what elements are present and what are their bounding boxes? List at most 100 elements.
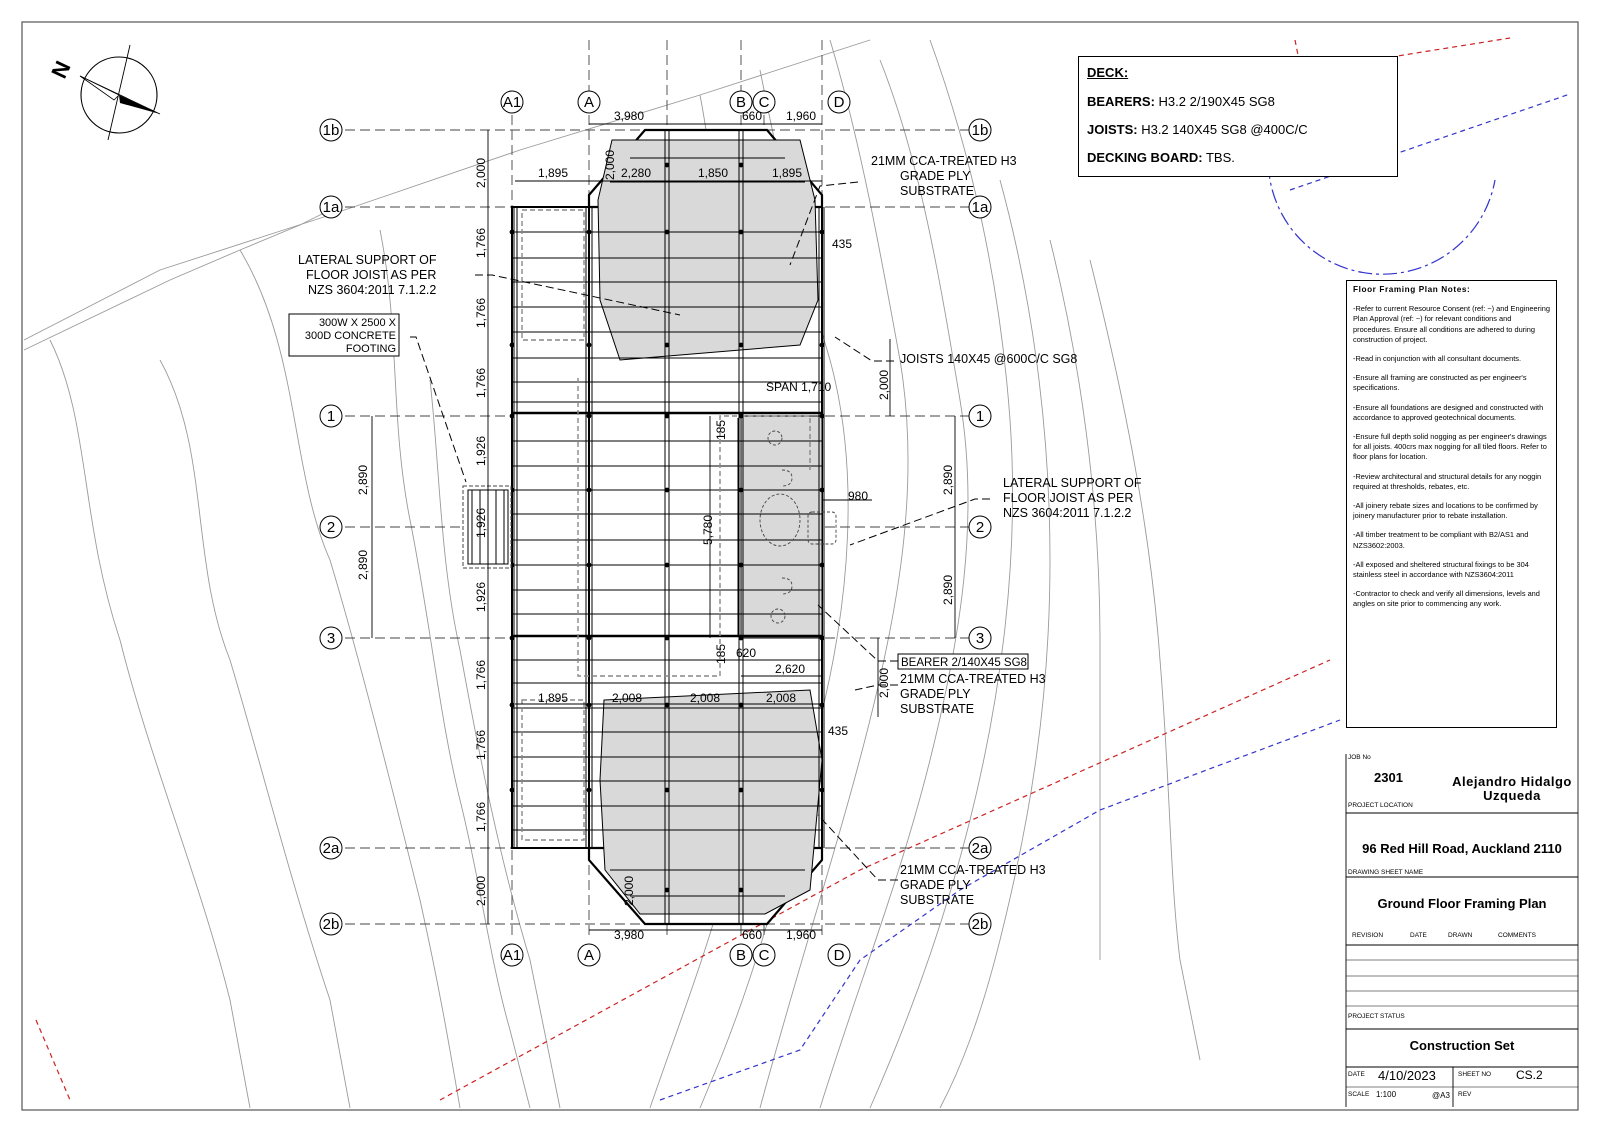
ply-bottom-line1: 21MM CCA-TREATED H3 — [900, 863, 1046, 877]
grid-label-row-2-left: 2 — [327, 519, 335, 536]
ply-top-line1: 21MM CCA-TREATED H3 — [871, 154, 1017, 168]
dim-1895b: 1,895 — [772, 166, 802, 180]
deck-spec-box: DECK: BEARERS: H3.2 2/190X45 SG8 JOISTS:… — [1078, 56, 1398, 177]
deck-board-row: DECKING BOARD: TBS. — [1087, 150, 1389, 165]
deck-bearers-row: BEARERS: H3.2 2/190X45 SG8 — [1087, 94, 1389, 109]
ply-bottom-line2: GRADE PLY — [900, 878, 971, 892]
north-label: N — [46, 57, 75, 82]
grid-label-row-1b-left: 1b — [323, 122, 340, 139]
dim-2008b: 2,008 — [690, 691, 720, 705]
rev-label: REV — [1458, 1091, 1472, 1098]
dim-left-2000a: 2,000 — [474, 158, 488, 188]
grid-label-col-a1-bottom: A1 — [503, 947, 521, 964]
dim-2890b: 2,890 — [356, 550, 370, 580]
job-no-label: JOB No — [1348, 754, 1371, 761]
date-value: 4/10/2023 — [1378, 1068, 1436, 1083]
dim-1850: 1,850 — [698, 166, 728, 180]
date-header: DATE — [1410, 932, 1427, 939]
deck-title: DECK: — [1087, 65, 1129, 80]
note-item: -All timber treatment to be compliant wi… — [1353, 530, 1529, 550]
scale-value: 1:100 — [1376, 1090, 1397, 1099]
ply-substrate-areas — [597, 139, 823, 915]
lateral-left-line2: FLOOR JOIST AS PER — [306, 268, 436, 282]
paper-size-value: @A3 — [1432, 1091, 1450, 1100]
dim-top-660: 660 — [742, 109, 762, 123]
ply-top-line2: GRADE PLY — [900, 169, 971, 183]
floor-framing-notes: Floor Framing Plan Notes: -Refer to curr… — [1346, 280, 1557, 728]
sheet-no-value: CS.2 — [1516, 1068, 1543, 1082]
dim-2620: 2,620 — [775, 662, 805, 676]
title-block-lines — [1345, 754, 1578, 1107]
dim-left-1766d: 1,766 — [474, 660, 488, 690]
grid-label-row-1-right: 1 — [976, 408, 984, 425]
grid-label-row-1-left: 1 — [327, 408, 335, 425]
grid-label-col-c-top: C — [759, 94, 770, 111]
footing-label: 300W X 2500 X 300D CONCRETE FOOTING — [288, 313, 400, 357]
dim-2008c: 2,008 — [766, 691, 796, 705]
note-item: -All joinery rebate sizes and locations … — [1353, 501, 1538, 521]
footing-outlines — [521, 209, 811, 841]
grid-label-row-1a-right: 1a — [972, 199, 989, 216]
lateral-left-line1: LATERAL SUPPORT OF — [298, 253, 437, 267]
revision-header: REVISION — [1352, 932, 1384, 939]
ply-mid-line1: 21MM CCA-TREATED H3 — [900, 672, 1046, 686]
joists-annotation: JOISTS 140X45 @600C/C SG8 — [900, 352, 1077, 366]
dim-2890c: 2,890 — [941, 465, 955, 495]
dim-2890a: 2,890 — [356, 465, 370, 495]
ply-mid-line2: GRADE PLY — [900, 687, 971, 701]
dim-2890d: 2,890 — [941, 575, 955, 605]
note-item: -Ensure full depth solid nogging as per … — [1353, 432, 1547, 462]
bathroom-fixtures — [759, 430, 837, 624]
dim-left-1766f: 1,766 — [474, 802, 488, 832]
bearers — [513, 130, 825, 924]
dimension-lines — [371, 123, 956, 931]
dim-2000r2: 2,000 — [877, 668, 891, 698]
ply-mid-line3: SUBSTRATE — [900, 702, 974, 716]
dim-2000v: 2,000 — [603, 150, 617, 180]
sheet-name-value: Ground Floor Framing Plan — [1377, 896, 1547, 911]
grid-label-row-1a-left: 1a — [323, 199, 340, 216]
dim-left-1766a: 1,766 — [474, 228, 488, 258]
dim-left-1766b: 1,766 — [474, 298, 488, 328]
grid-bubbles — [319, 90, 992, 967]
ply-top-line3: SUBSTRATE — [900, 184, 974, 198]
dim-185b: 185 — [714, 644, 728, 664]
dim-bot-1960: 1,960 — [786, 928, 816, 942]
notes-title: Floor Framing Plan Notes: — [1353, 285, 1471, 294]
project-address: 96 Red Hill Road, Auckland 2110 — [1362, 841, 1562, 856]
grid-label-row-3-left: 3 — [327, 630, 335, 647]
deck-joists-value: H3.2 140X45 SG8 @400C/C — [1141, 122, 1308, 137]
north-arrow — [79, 44, 161, 141]
dim-2000bot: 2,000 — [622, 876, 636, 906]
comments-header: COMMENTS — [1498, 932, 1536, 939]
dimension-texts: 3,980 660 1,960 1,895 2,280 1,850 1,895 … — [538, 109, 868, 942]
dim-left-1926c: 1,926 — [474, 582, 488, 612]
sheet-no-label: SHEET NO — [1458, 1071, 1492, 1078]
dim-620: 620 — [736, 646, 756, 660]
dim-left-1926b: 1,926 — [474, 508, 488, 538]
date-label: DATE — [1348, 1071, 1365, 1078]
dim-980: 980 — [848, 489, 868, 503]
sheet-name-label: DRAWING SHEET NAME — [1348, 869, 1424, 876]
note-item: -Refer to current Resource Consent (ref:… — [1353, 304, 1550, 344]
deck-joists-row: JOISTS: H3.2 140X45 SG8 @400C/C — [1087, 122, 1389, 137]
dim-left-2000b: 2,000 — [474, 876, 488, 906]
title-block: JOB No 2301 Alejandro Hidalgo Uzqueda PR… — [1346, 748, 1578, 1105]
grid-label-col-c-bottom: C — [759, 947, 770, 964]
note-item: -Ensure all framing are constructed as p… — [1353, 373, 1527, 393]
dim-span: SPAN 1,710 — [766, 380, 831, 394]
note-item: -Read in conjunction with all consultant… — [1353, 354, 1522, 364]
grid-label-row-1b-right: 1b — [972, 122, 989, 139]
dim-top-1960: 1,960 — [786, 109, 816, 123]
footing-line3: FOOTING — [346, 343, 396, 355]
project-status-value: Construction Set — [1409, 1038, 1515, 1053]
note-item: -All exposed and sheltered structural fi… — [1353, 559, 1529, 580]
dim-2008a: 2,008 — [612, 691, 642, 705]
client-name-line1: Alejandro Hidalgo — [1452, 774, 1572, 789]
annotation-texts: 21MM CCA-TREATED H3 GRADE PLY SUBSTRATE … — [298, 154, 1142, 907]
grid-label-row-2a-right: 2a — [972, 840, 989, 857]
grid-label-col-a-top: A — [584, 94, 594, 111]
dim-left-1766c: 1,766 — [474, 368, 488, 398]
drawn-header: DRAWN — [1448, 932, 1473, 939]
